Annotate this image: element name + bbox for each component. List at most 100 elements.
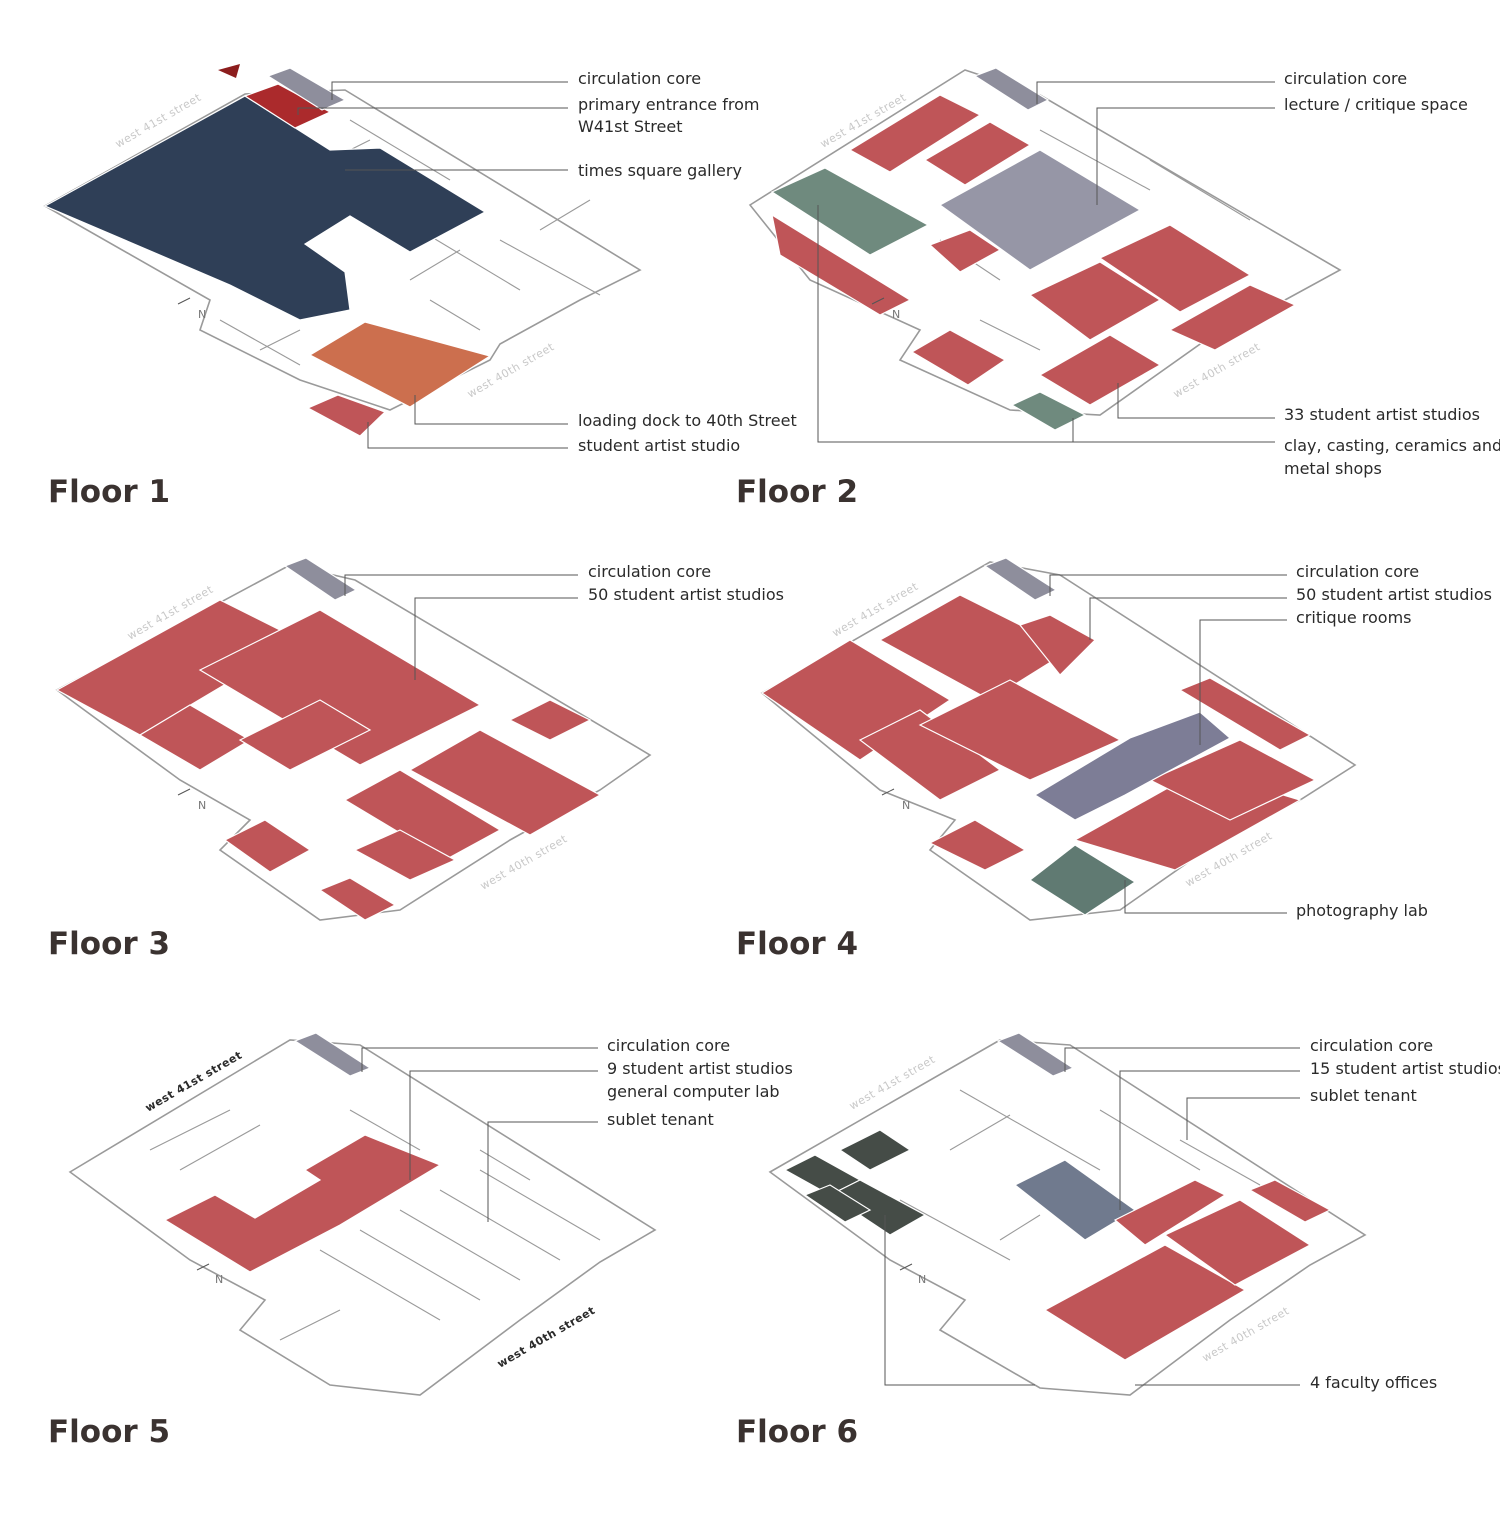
floor-3-north-label: N [198,799,206,812]
floor-6-studio-block [1163,1199,1312,1286]
floor-3-studio-block [353,829,457,881]
floor-2-studio-block [1098,224,1252,313]
floor-6-plan [768,1032,1367,1396]
floor-2-studio-block [928,229,1002,273]
floor-3-labels: circulation core 50 student artist studi… [588,562,784,604]
floor-1-label: primary entrance from [578,95,759,114]
floor-3-studio-block [238,699,372,771]
floor-5-circulation-core [293,1032,372,1077]
shops-zone-small [1010,391,1087,431]
floor-4-studio-block [918,679,1122,781]
floor-3-circulation-core [283,557,358,601]
floor-3-label: 50 student artist studios [588,585,784,604]
floor-2-title: Floor 2 [736,474,858,510]
floor-6-circulation-core [996,1032,1075,1077]
floor-2-studio-block [1038,334,1162,406]
floor-1-title: Floor 1 [48,474,170,510]
floor-5-label: sublet tenant [607,1110,714,1129]
floor-6-north-label: N [918,1273,926,1286]
floor-6-faculty-offices [783,1129,927,1236]
floor-4-circulation-core [983,557,1058,601]
floor-6-label: 4 faculty offices [1310,1373,1437,1392]
shops-zone [770,167,930,256]
floor-2-label: 33 student artist studios [1284,405,1480,424]
floor-5-plan [68,1032,657,1396]
floor-1-labels: circulation core primary entrance from W… [578,69,797,455]
floor-5-label: circulation core [607,1036,730,1055]
floor-3-studio-block [508,699,592,741]
floor-1-label: student artist studio [578,436,740,455]
floor-5-label: general computer lab [607,1082,780,1101]
floor-3-title: Floor 3 [48,926,170,962]
floor-titles: Floor 1 Floor 2 Floor 3 Floor 4 Floor 5 … [48,474,858,1450]
floor-2-label: clay, casting, ceramics and [1284,436,1500,455]
floor-2-labels: circulation core lecture / critique spac… [1284,69,1500,478]
faculty-office [828,1179,927,1236]
floor-5-slab [68,1039,657,1396]
floor-5-studio-zone [163,1134,442,1273]
floor-2-plan [748,67,1342,431]
floor-1-label: W41st Street [578,117,683,136]
times-square-gallery-zone [43,95,487,321]
floor-4-studio-block [1018,614,1096,676]
floor-2-studio-block [1168,284,1297,351]
floor-4-studios [760,594,1317,871]
floor-6-studio-block [1043,1244,1247,1361]
faculty-office [803,1184,872,1223]
floor-2-label: circulation core [1284,69,1407,88]
floor-6-label: sublet tenant [1310,1086,1417,1105]
lecture-critique-zone [938,149,1142,271]
floor-3-label: circulation core [588,562,711,581]
floor-2-studio-block [1028,261,1162,341]
north-arrows: N N N N N N [177,297,926,1286]
floor-2-studio-block [848,94,982,173]
floor-6-walls [899,1089,1261,1261]
floor-6-title: Floor 6 [736,1414,858,1450]
floor-2-studio-block [910,329,1007,386]
leader-lines [297,81,1300,1386]
faculty-office [838,1129,912,1171]
floor-6-label: circulation core [1310,1036,1433,1055]
floor-3-studios [55,599,602,921]
floor-1-studio-zone [306,394,387,437]
floor-2-north-label: N [892,308,900,321]
floor-6-studio-block [1248,1179,1332,1223]
floor-2-studio-block [771,213,912,316]
photography-lab-zone [1028,844,1137,916]
floor-5-north-label: N [215,1273,223,1286]
floor-4-plan [760,557,1357,921]
floor-1-circulation-core [266,67,347,111]
floor-5-title: Floor 5 [48,1414,170,1450]
floor-4-studio-block [1148,739,1317,821]
floor-6-labels: circulation core 15 student artist studi… [1310,1036,1500,1392]
primary-entrance-marker [218,64,240,78]
floor-5-label: 9 student artist studios [607,1059,793,1078]
floor-4-label: circulation core [1296,562,1419,581]
floor-4-label: critique rooms [1296,608,1412,627]
floor-2-studio-block [923,121,1032,186]
floor-4-studio-block [928,819,1027,871]
loading-dock-zone [308,321,492,408]
floor-1-plan [43,64,642,437]
floor-3-plan [55,557,652,921]
floor-2-walls [939,129,1251,351]
floor-4-north-label: N [902,799,910,812]
floor-4-title: Floor 4 [736,926,858,962]
floor-4-label: photography lab [1296,901,1428,920]
floor-4-labels: circulation core 50 student artist studi… [1296,562,1492,920]
floor-4-label: 50 student artist studios [1296,585,1492,604]
entrance-zone [243,83,332,129]
floor-3-studio-block [318,877,397,921]
floor-6-studios [1043,1179,1332,1361]
floor-1-north-label: N [198,308,206,321]
floor-2-circulation-core [973,67,1050,111]
floor-3-studio-block [223,819,312,873]
floor-4-studio-block [858,709,1002,801]
floor-2-studios [771,94,1297,406]
floor-5-walls [149,1109,601,1341]
floor-1-label: times square gallery [578,161,742,180]
floor-6-label: 15 student artist studios [1310,1059,1500,1078]
critique-rooms-zone [1033,711,1232,821]
floor-6-studio-block [1113,1179,1227,1246]
